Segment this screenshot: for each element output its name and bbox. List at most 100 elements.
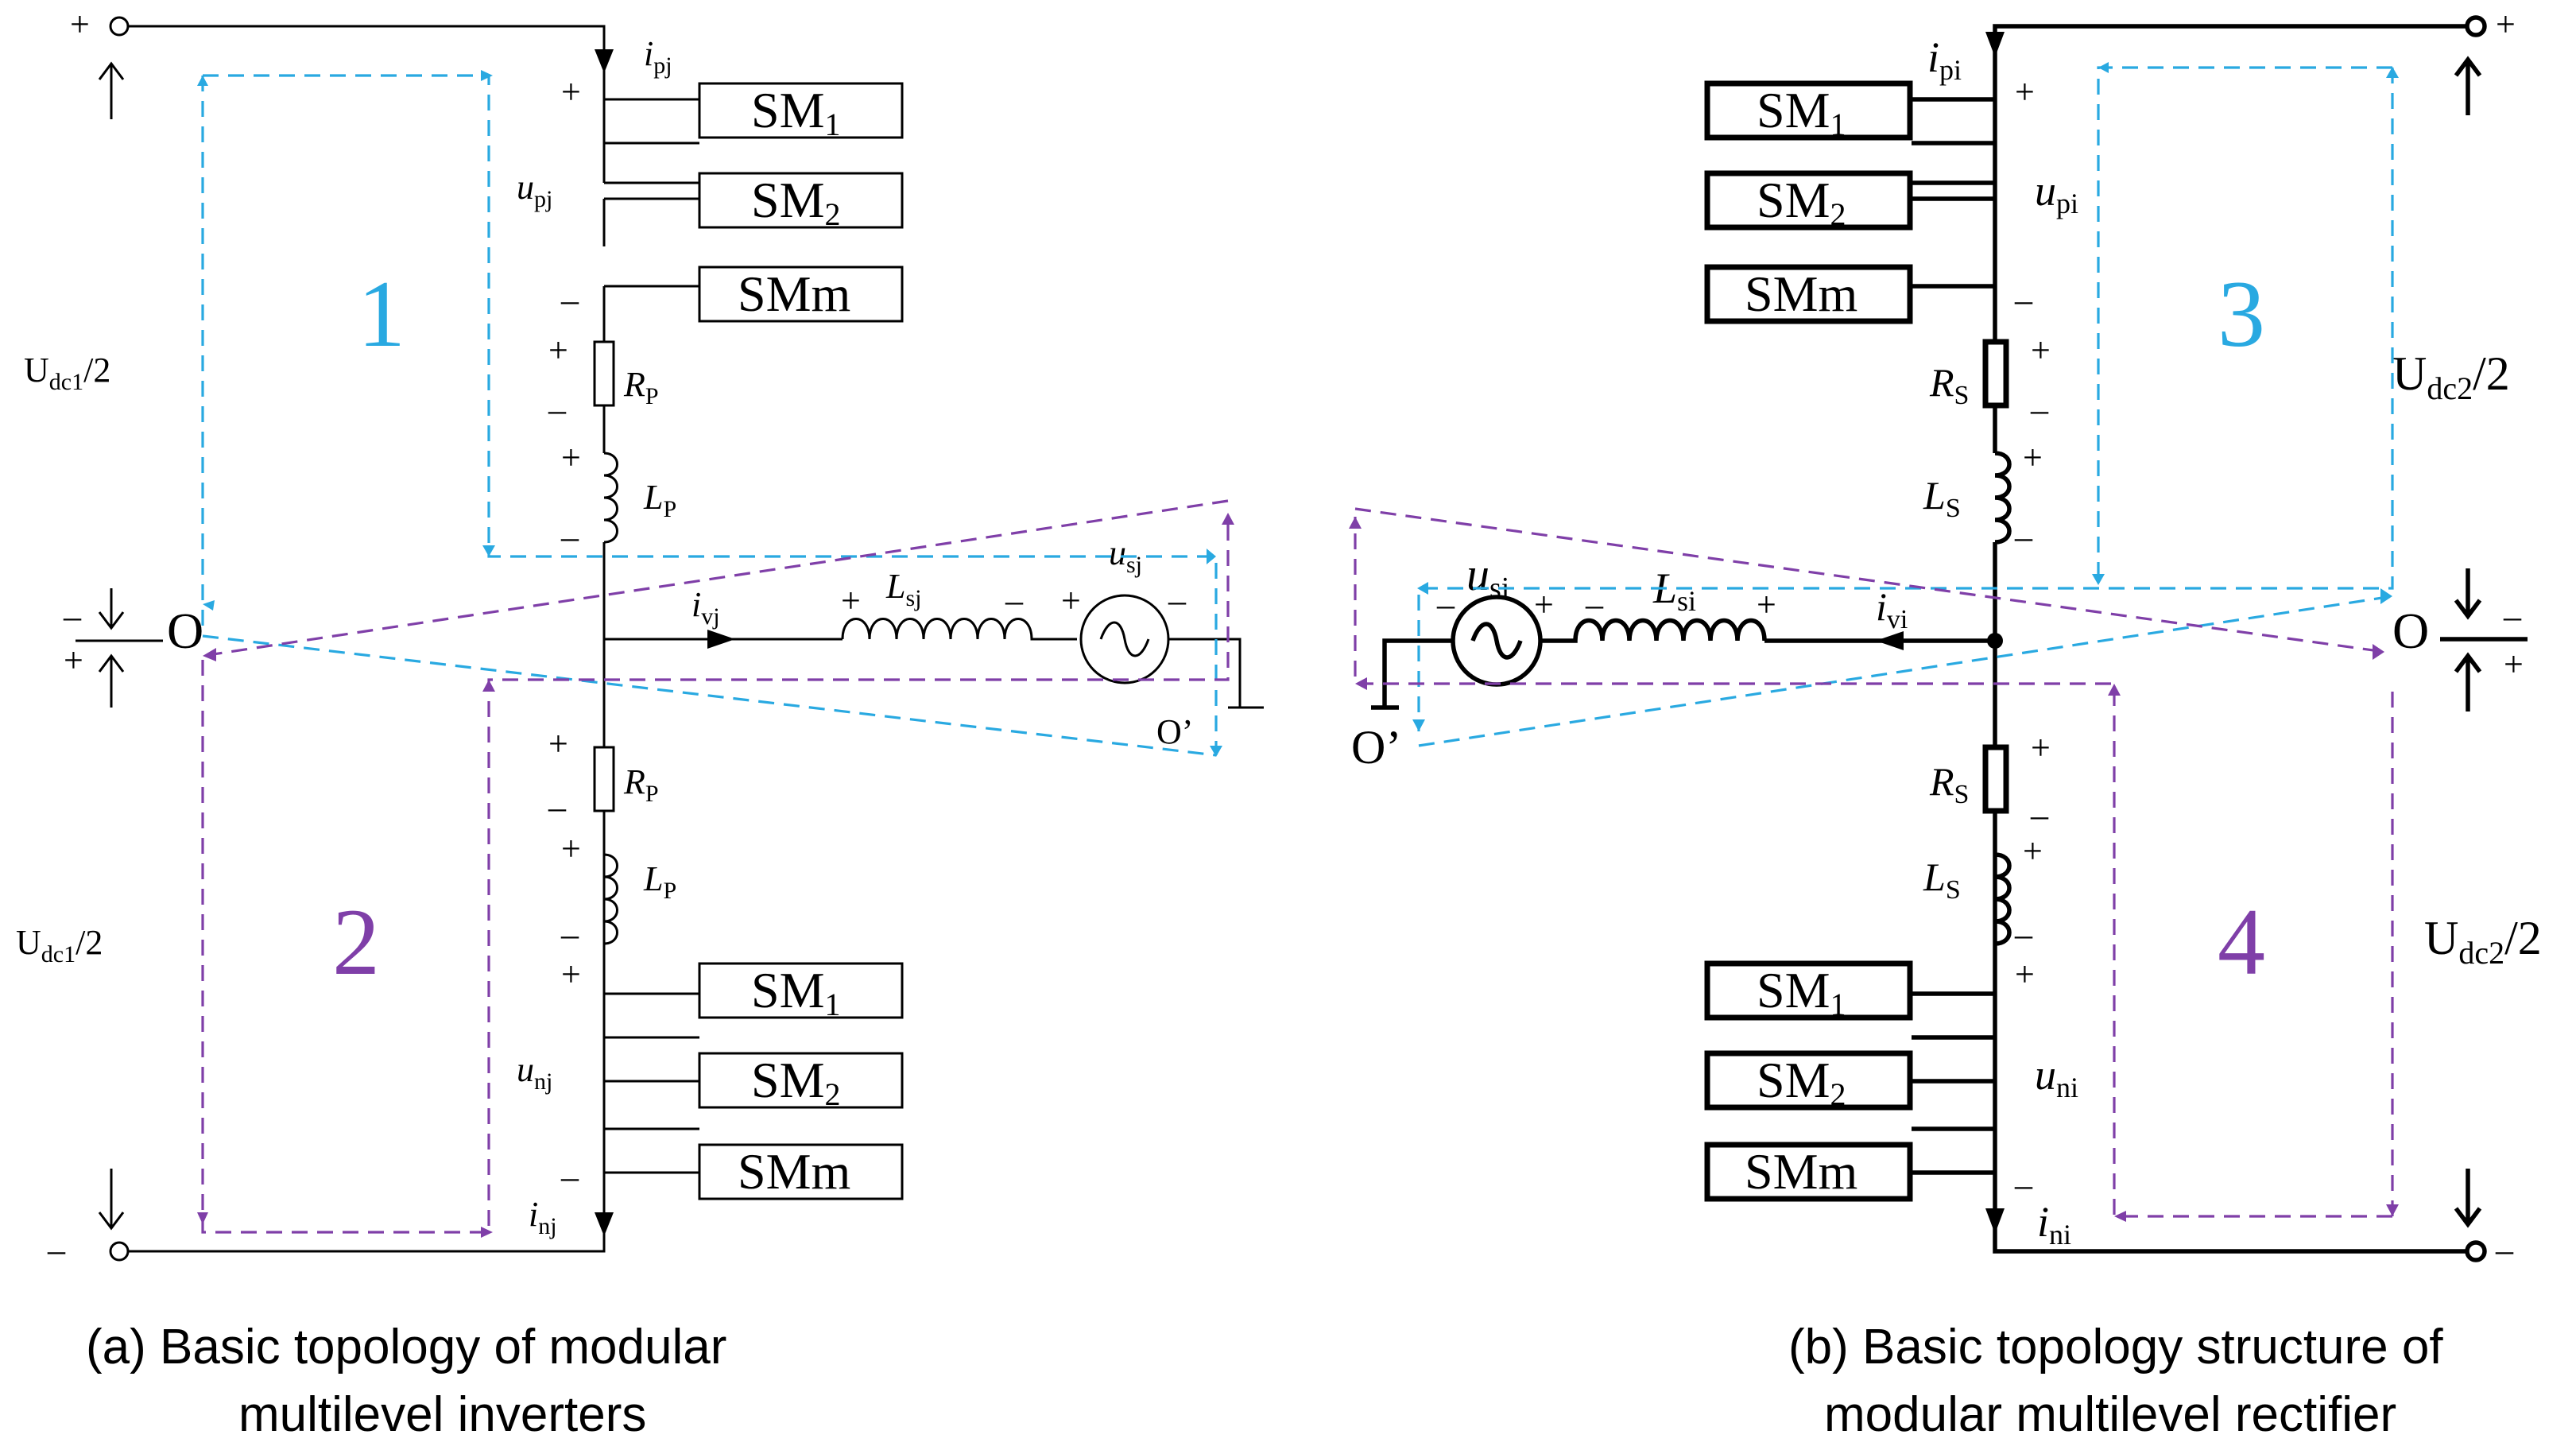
left-lsj-label: Lsj bbox=[885, 567, 922, 611]
left-lower-lp-plus: + bbox=[561, 829, 581, 868]
right-lsi-plus: + bbox=[1757, 585, 1776, 624]
left-rp-plus: + bbox=[548, 331, 568, 370]
right-node-o-label: O bbox=[2392, 603, 2429, 659]
right-upper-arm-plus: + bbox=[2015, 72, 2035, 111]
right-ivi-arrow bbox=[1876, 631, 1904, 650]
right-usi-minus: – bbox=[1436, 585, 1455, 624]
right-dc-negative-terminal bbox=[2465, 1240, 2487, 1262]
left-usj-minus: – bbox=[1168, 581, 1187, 620]
right-udc-lower-label: Udc2/2 bbox=[2424, 912, 2542, 971]
left-ivj-arrow bbox=[707, 630, 735, 649]
left-upper-lp-label: LP bbox=[643, 478, 676, 522]
right-upper-ls-label: LS bbox=[1923, 473, 1961, 523]
left-lsj-minus: – bbox=[1005, 581, 1024, 620]
right-uni-label: uni bbox=[2035, 1051, 2078, 1103]
left-dc-positive-terminal bbox=[109, 16, 130, 37]
right-lower-rs-plus: + bbox=[2031, 728, 2051, 767]
left-node-o-label: O bbox=[167, 603, 203, 659]
right-upper-rs-resistor bbox=[1982, 339, 2009, 409]
left-lower-rl: RP LP + – + – bbox=[548, 724, 676, 954]
left-caption-line2: multilevel inverters bbox=[238, 1387, 646, 1442]
right-loop-4-number: 4 bbox=[2218, 889, 2265, 995]
right-rectifier-circuit: + – ipi ini SM1 SM2 SMm + – upi RS bbox=[1349, 5, 2542, 1442]
left-ipj-arrow bbox=[595, 49, 614, 73]
left-upper-lp-inductor bbox=[603, 452, 618, 544]
left-o-prime-label: O’ bbox=[1156, 712, 1193, 751]
left-lower-arm-plus: + bbox=[561, 955, 581, 994]
left-lsj-inductor bbox=[841, 618, 1077, 641]
right-lower-sm1-box bbox=[1704, 960, 1913, 1021]
left-lsj-plus: + bbox=[841, 581, 861, 620]
left-dc-side: Udc1/2 Udc1/2 O – + bbox=[16, 61, 203, 1231]
right-loop-3-number: 3 bbox=[2218, 261, 2265, 366]
right-ipi-arrow bbox=[1985, 32, 2005, 57]
right-rs-plus: + bbox=[2031, 331, 2051, 370]
left-lower-rp-resistor bbox=[593, 746, 615, 812]
left-inverter-circuit: + – ipj inj SM1 SM2 SMm + – upj bbox=[16, 5, 1264, 1442]
right-ipi-label: ipi bbox=[1927, 33, 1962, 86]
left-top-rail bbox=[128, 25, 606, 99]
right-lower-smm-label: SMm bbox=[1745, 1143, 1857, 1200]
left-upper-arm: SM1 SM2 SMm + – upj bbox=[517, 72, 904, 334]
right-upper-sm2-box bbox=[1704, 170, 1913, 231]
right-upper-sm1-box bbox=[1704, 80, 1913, 141]
right-top-rail bbox=[1993, 24, 2467, 99]
right-caption-line1: (b) Basic topology structure of bbox=[1788, 1320, 2443, 1375]
right-ac-source-wave bbox=[1470, 622, 1523, 660]
left-lower-rp-label: RP bbox=[623, 762, 659, 807]
right-o-minus: – bbox=[2503, 597, 2522, 636]
left-dc-negative-terminal bbox=[109, 1241, 130, 1262]
left-lower-sm1-box bbox=[698, 962, 904, 1019]
left-lower-rp-plus: + bbox=[548, 724, 568, 763]
left-upper-rl: RP LP + – + – bbox=[548, 321, 676, 1192]
left-lp-minus: – bbox=[560, 518, 579, 556]
right-loop-4: 4 bbox=[1349, 507, 2399, 1222]
left-upper-sm2-box bbox=[698, 172, 904, 229]
right-lower-rl: RS LS + – + – bbox=[1923, 728, 2051, 954]
left-upper-sm2-label: SM2 bbox=[751, 172, 841, 232]
right-lower-rs-label: RS bbox=[1929, 759, 1969, 809]
right-ivi-label: ivi bbox=[1876, 584, 1908, 634]
right-udc-upper-label: Udc2/2 bbox=[2392, 347, 2510, 406]
left-lower-lp-minus: – bbox=[560, 915, 579, 954]
left-rp-minus: – bbox=[548, 390, 567, 429]
left-inj-arrow bbox=[595, 1212, 614, 1236]
left-usj-plus: + bbox=[1061, 581, 1081, 620]
right-lower-sm1-label: SM1 bbox=[1757, 962, 1846, 1022]
left-upper-smm-box bbox=[698, 266, 904, 323]
left-upper-sm1-label: SM1 bbox=[751, 82, 841, 142]
left-lp-plus: + bbox=[561, 438, 581, 477]
left-lower-lp-inductor bbox=[603, 853, 618, 945]
right-o-prime-label: O’ bbox=[1351, 721, 1401, 774]
right-dc-positive-terminal bbox=[2465, 15, 2487, 37]
right-lower-arm-minus: – bbox=[2014, 1165, 2033, 1204]
right-ls-plus: + bbox=[2023, 438, 2043, 477]
left-upj-label: upj bbox=[517, 168, 552, 212]
left-loop-2: 2 bbox=[197, 499, 1234, 1238]
left-loop-1-number: 1 bbox=[358, 261, 405, 366]
right-lower-rs-resistor bbox=[1982, 744, 2009, 814]
left-unj-label: unj bbox=[517, 1050, 552, 1095]
left-loop-2-number: 2 bbox=[332, 889, 380, 995]
left-upper-rp-label: RP bbox=[623, 365, 659, 409]
right-upi-label: upi bbox=[2035, 167, 2078, 219]
left-lower-sm2-label: SM2 bbox=[751, 1052, 841, 1112]
left-plus-sign-top: + bbox=[70, 5, 90, 44]
right-upper-rl: RS LS + – + – bbox=[1923, 321, 2051, 1192]
right-minus-sign-bottom: – bbox=[2495, 1231, 2514, 1270]
left-upper-sm1-box bbox=[698, 82, 904, 139]
right-upper-sm2-label: SM2 bbox=[1757, 172, 1846, 232]
left-lower-arm: SM1 SM2 SMm + – unj bbox=[517, 955, 904, 1200]
right-lower-rs-minus: – bbox=[2030, 796, 2049, 835]
left-upper-smm-label: SMm bbox=[738, 266, 850, 322]
right-usi-label: usi bbox=[1466, 549, 1509, 605]
right-lower-ls-minus: – bbox=[2014, 915, 2033, 954]
right-lsi-minus: – bbox=[1585, 585, 1604, 624]
right-lower-ls-label: LS bbox=[1923, 855, 1961, 905]
right-lower-sm2-box bbox=[1704, 1050, 1913, 1111]
right-ini-label: ini bbox=[2037, 1198, 2071, 1250]
left-caption-line1: (a) Basic topology of modular bbox=[86, 1320, 726, 1375]
left-lower-rp-minus: – bbox=[548, 788, 567, 827]
right-lower-ls-inductor bbox=[1994, 852, 2012, 946]
